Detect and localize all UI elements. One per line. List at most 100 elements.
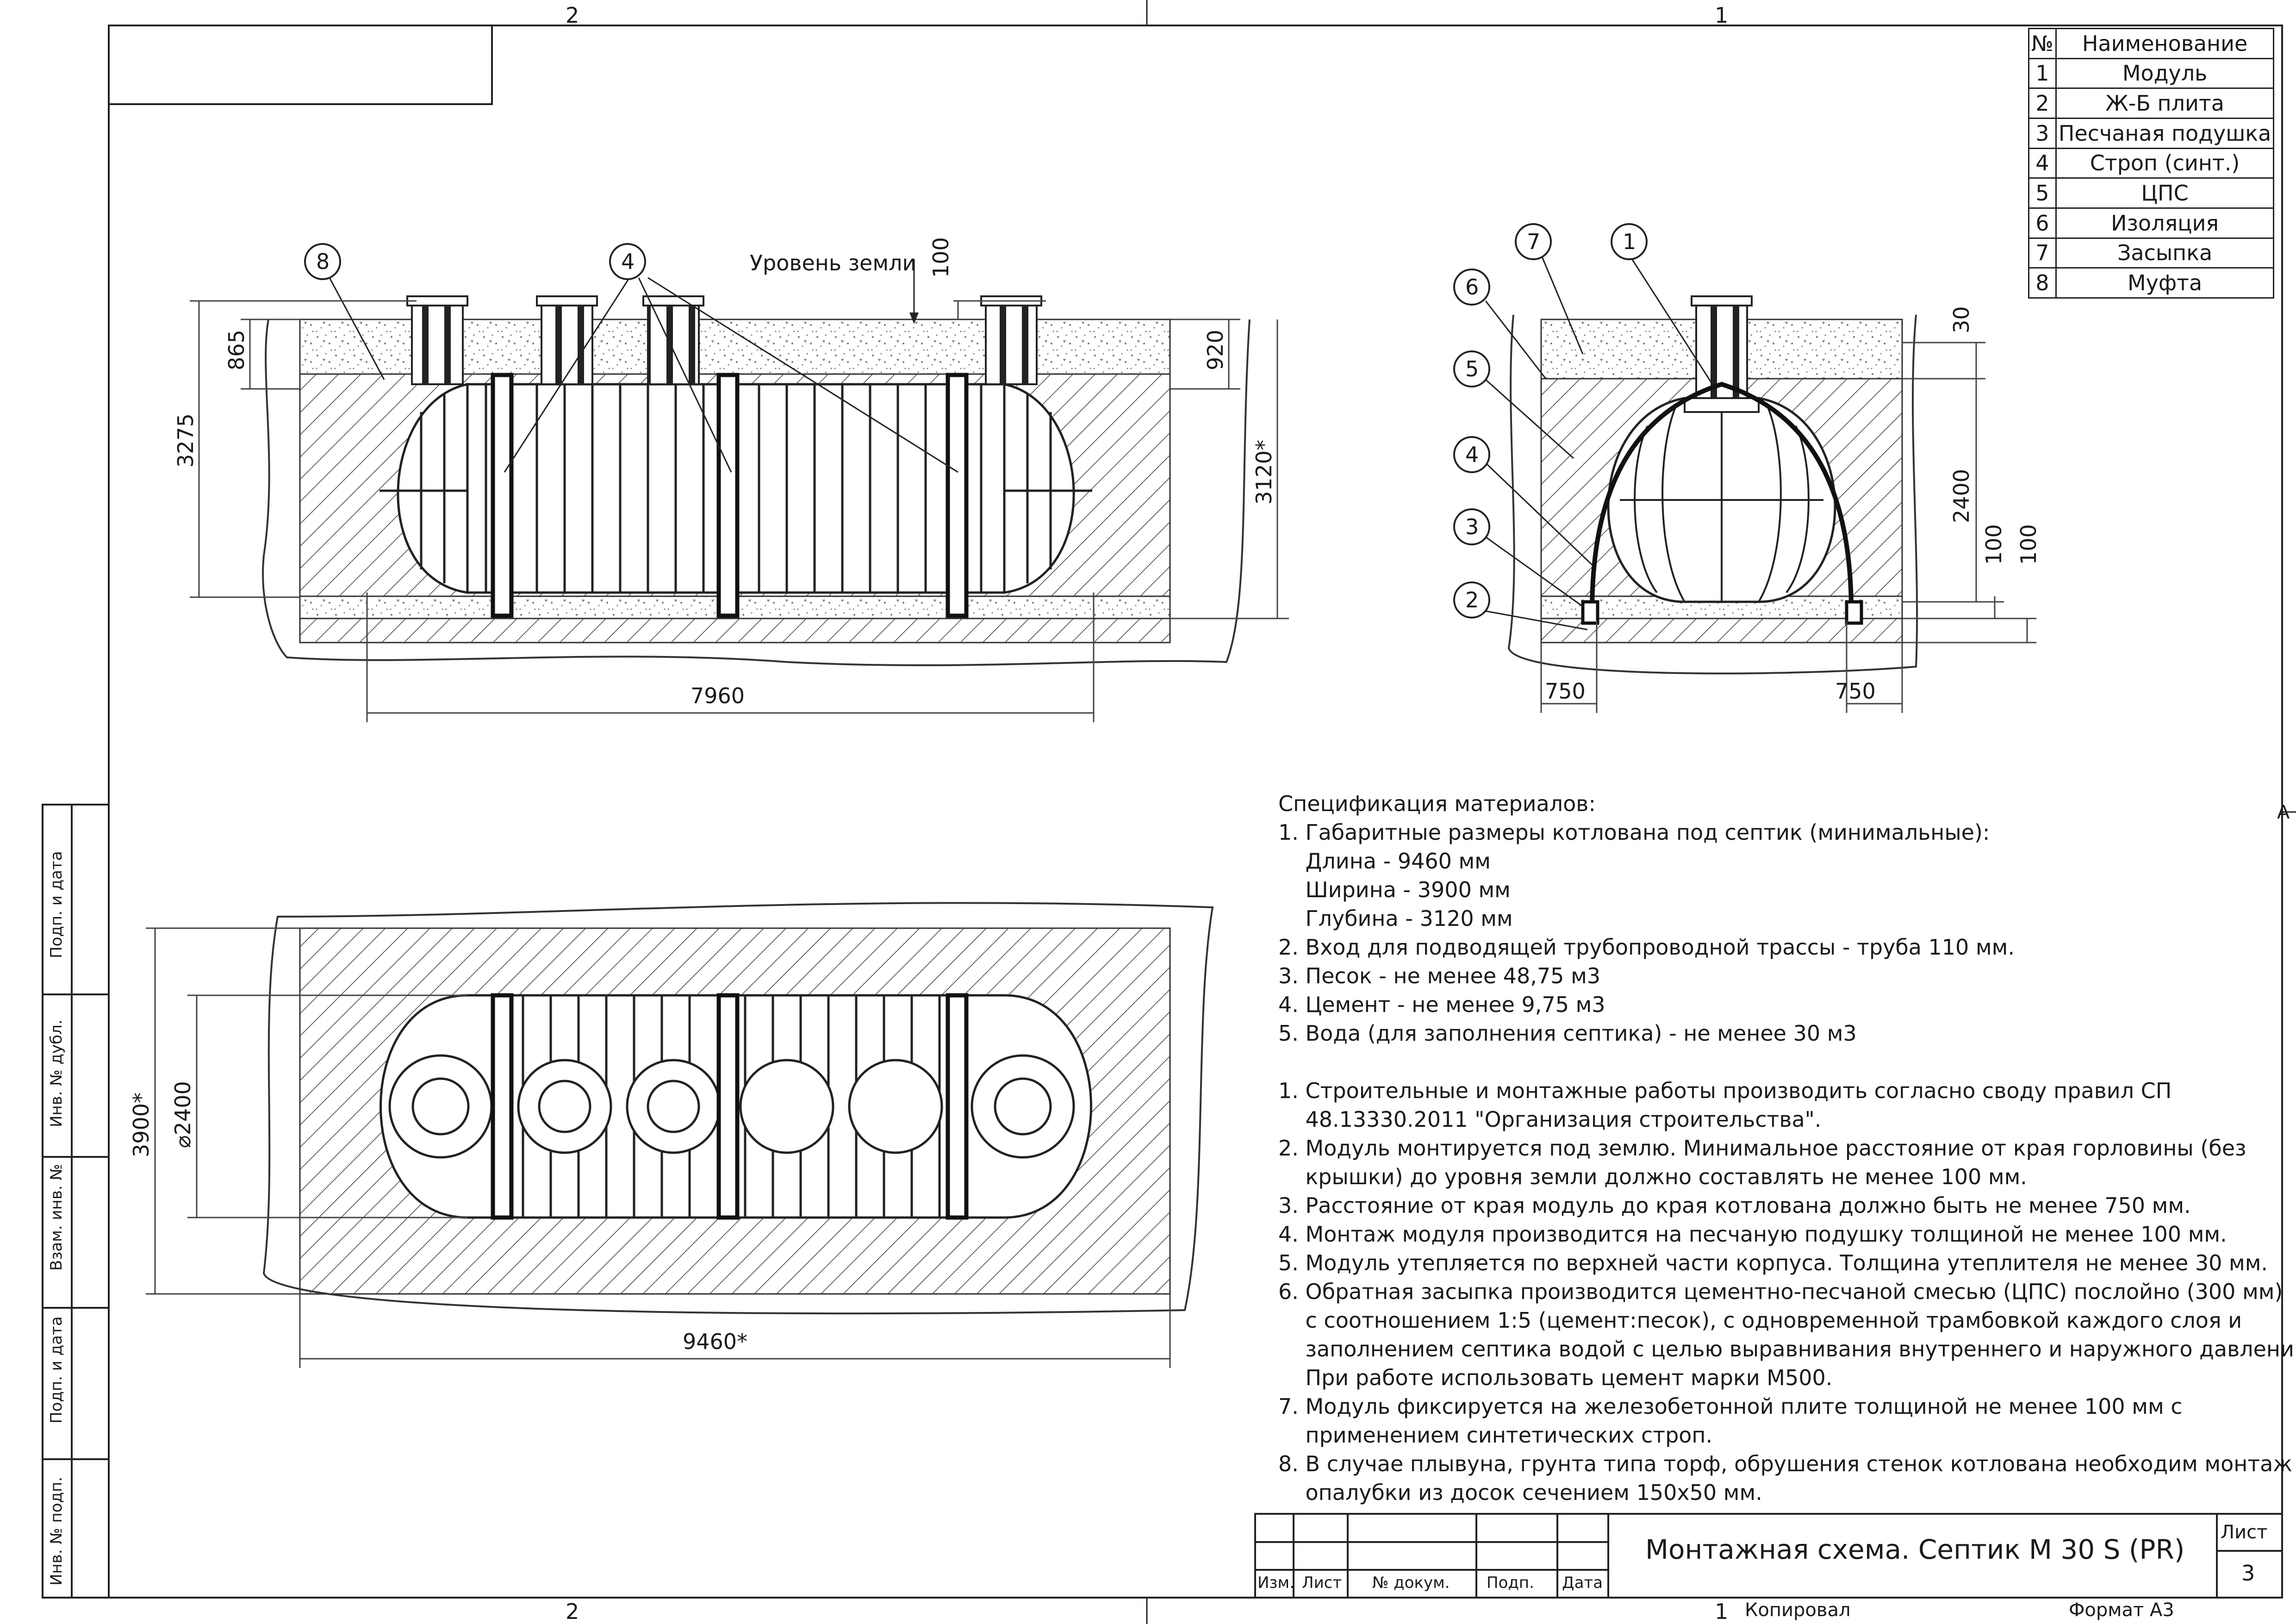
legend-name: Строп (синт.): [2055, 147, 2275, 179]
callout-1: [1611, 223, 1648, 260]
callout-6-label: 6: [1465, 275, 1479, 300]
legend-name: Засыпка: [2055, 237, 2275, 269]
side-straps: [491, 373, 969, 618]
instruction-line: 6. Обратная засыпка производится цементн…: [1278, 1279, 2283, 1304]
legend-no: 6: [2028, 207, 2057, 239]
callout-6: [1453, 269, 1490, 306]
legend-name: Песчаная подушка: [2055, 117, 2275, 149]
dim-2400-plan: ⌀2400: [170, 1081, 195, 1148]
plan-view: [146, 902, 1214, 1368]
instruction-line: 8. В случае плывуна, грунта типа торф, о…: [1278, 1451, 2292, 1476]
instruction-line: 2. Модуль монтируется под землю. Минимал…: [1278, 1136, 2246, 1161]
notes-block: Спецификация материалов: 1. Габаритные р…: [1278, 789, 2296, 1507]
dim-2400-section: 2400: [1949, 468, 1974, 523]
col-izm: Изм.: [1257, 1574, 1294, 1592]
side-stamp-3: Взам. инв. №: [47, 1164, 66, 1271]
dim-100-section-b: 100: [2016, 524, 2041, 565]
title-block-frame: [1254, 1513, 2283, 1599]
legend-header-no: №: [2028, 28, 2057, 59]
col-sign: Подп.: [1487, 1574, 1534, 1592]
spec-line: 5. Вода (для заполнения септика) - не ме…: [1278, 1021, 1857, 1046]
instruction-line: применением синтетических строп.: [1278, 1423, 1713, 1448]
side-stamp-frame: [42, 804, 110, 1599]
col-doc: № докум.: [1372, 1574, 1450, 1592]
instruction-line: 7. Модуль фиксируется на железобетонной …: [1278, 1394, 2183, 1419]
callout-4s-label: 4: [1465, 442, 1479, 467]
dim-100-section-a: 100: [1981, 524, 2006, 565]
spec-line: Глубина - 3120 мм: [1278, 906, 1513, 931]
instruction-line: 5. Модуль утепляется по верхней части ко…: [1278, 1250, 2268, 1275]
callout-4-section: [1453, 436, 1490, 473]
callout-5-label: 5: [1465, 356, 1479, 381]
callout-4-side: [609, 243, 646, 280]
instruction-line: опалубки из досок сечением 150х50 мм.: [1278, 1480, 1762, 1505]
legend-name: Муфта: [2055, 267, 2275, 299]
zone-top-left: 2: [566, 3, 579, 28]
legend-header-name: Наименование: [2055, 28, 2275, 59]
spec-line: 4. Цемент - не менее 9,75 м3: [1278, 992, 1605, 1017]
callout-2: [1453, 581, 1490, 618]
legend-no: 8: [2028, 267, 2057, 299]
dim-7960: 7960: [691, 683, 745, 708]
side-stamp-5: Инв. № подп.: [47, 1476, 66, 1586]
spec-line: Длина - 9460 мм: [1278, 849, 1491, 874]
col-list: Лист: [1302, 1574, 1342, 1592]
instruction-line: 48.13330.2011 "Организация строительства…: [1278, 1107, 1822, 1132]
side-stamp-4: Подп. и дата: [47, 1316, 66, 1424]
callout-7-label: 7: [1527, 229, 1541, 254]
instruction-line: с соотношением 1:5 (цемент:песок), с одн…: [1278, 1308, 2242, 1333]
dim-100-top: 100: [928, 237, 953, 278]
instruction-line: крышки) до уровня земли должно составлят…: [1278, 1164, 2027, 1189]
zone-bottom-left: 2: [566, 1599, 579, 1624]
callout-8-label: 8: [316, 249, 330, 274]
sheet-number: 3: [2241, 1561, 2255, 1586]
dim-3900: 3900*: [129, 1092, 154, 1157]
spec-line: 2. Вход для подводящей трубопроводной тр…: [1278, 935, 2015, 960]
callout-8-side: [304, 243, 341, 280]
dim-3275: 3275: [173, 413, 198, 468]
legend-name: Изоляция: [2055, 207, 2275, 239]
legend-no: 2: [2028, 87, 2057, 119]
instruction-line: 3. Расстояние от края модуль до края кот…: [1278, 1193, 2191, 1218]
zone-bottom-right: 1: [1715, 1599, 1729, 1624]
dim-865: 865: [224, 330, 249, 370]
spec-title: Спецификация материалов:: [1278, 791, 1596, 816]
legend-header: № Наименование: [2028, 28, 2275, 59]
format-label: Формат А3: [2069, 1599, 2174, 1621]
side-stamp-2: Инв. № дубл.: [47, 1019, 66, 1127]
instruction-line: 1. Строительные и монтажные работы произ…: [1278, 1078, 2172, 1103]
legend-no: 4: [2028, 147, 2057, 179]
legend-no: 3: [2028, 117, 2057, 149]
dim-750-right: 750: [1835, 679, 1876, 704]
callout-4-label: 4: [621, 249, 635, 274]
callout-3: [1453, 508, 1490, 545]
side-view: [190, 243, 1289, 722]
ground-level-label: Уровень земли: [750, 250, 916, 275]
callout-1-label: 1: [1623, 229, 1636, 254]
spec-line: 1. Габаритные размеры котлована под септ…: [1278, 820, 1990, 845]
dim-920: 920: [1203, 330, 1228, 370]
dim-3120: 3120*: [1251, 439, 1276, 505]
callout-5: [1453, 350, 1490, 387]
callout-2-label: 2: [1465, 587, 1479, 612]
instruction-line: При работе использовать цемент марки М50…: [1278, 1365, 1833, 1390]
spec-line: 3. Песок - не менее 48,75 м3: [1278, 963, 1601, 988]
legend-no: 7: [2028, 237, 2057, 269]
drawing-title: Монтажная схема. Септик М 30 S (PR): [1645, 1534, 2185, 1565]
spec-line: Ширина - 3900 мм: [1278, 877, 1511, 902]
side-necks: [406, 295, 1042, 385]
copied-label: Копировал: [1745, 1599, 1851, 1621]
sheet-label: Лист: [2221, 1522, 2268, 1543]
section-view: [1453, 223, 2036, 713]
callout-7: [1515, 223, 1552, 260]
zone-top-right: 1: [1715, 3, 1729, 28]
